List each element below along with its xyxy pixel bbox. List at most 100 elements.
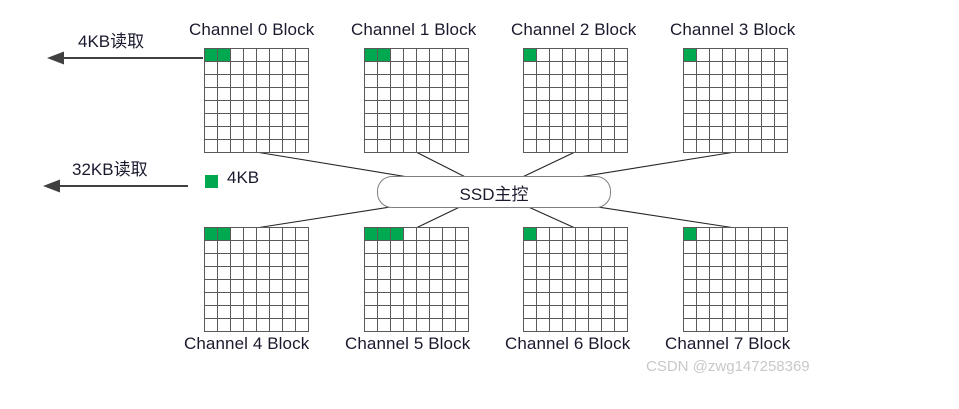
block-cell: [404, 267, 417, 280]
block-cell: [296, 62, 309, 75]
block-cell: [296, 75, 309, 88]
block-cell: [365, 88, 378, 101]
block-cell: [257, 62, 270, 75]
block-cell: [697, 319, 710, 332]
block-cell: [244, 267, 257, 280]
block-label-channel-3: Channel 3 Block: [670, 20, 796, 39]
block-cell: [417, 306, 430, 319]
block-cell: [296, 293, 309, 306]
block-grid-channel-7[interactable]: [683, 227, 788, 332]
block-grid-channel-1[interactable]: [364, 48, 469, 153]
block-cell: [270, 254, 283, 267]
block-grid-channel-3[interactable]: [683, 48, 788, 153]
block-cell: [296, 319, 309, 332]
block-cell: [430, 319, 443, 332]
block-cell: [710, 62, 723, 75]
block-cell: [417, 75, 430, 88]
block-cell: [443, 228, 456, 241]
block-cell: [775, 319, 788, 332]
block-cell: [615, 127, 628, 140]
block-cell: [443, 114, 456, 127]
block-cell: [244, 241, 257, 254]
block-cell: [762, 88, 775, 101]
block-cell: [537, 127, 550, 140]
block-grid-channel-4[interactable]: [204, 227, 309, 332]
block-cell: [205, 127, 218, 140]
block-grid-channel-5[interactable]: [364, 227, 469, 332]
block-cell: [205, 293, 218, 306]
block-cell: [684, 75, 697, 88]
block-cell: [391, 306, 404, 319]
block-cell: [430, 62, 443, 75]
block-cell: [430, 140, 443, 153]
block-cell: [443, 319, 456, 332]
block-cell: [404, 49, 417, 62]
block-cell: [417, 101, 430, 114]
block-cell: [257, 319, 270, 332]
block-cell: [550, 254, 563, 267]
block-cell: [296, 306, 309, 319]
block-cell: [615, 241, 628, 254]
block-cell: [430, 293, 443, 306]
block-cell: [775, 228, 788, 241]
block-cell: [430, 88, 443, 101]
block-cell: [589, 75, 602, 88]
block-cell: [563, 241, 576, 254]
block-cell: [775, 293, 788, 306]
block-cell: [589, 319, 602, 332]
block-cell: [231, 88, 244, 101]
block-cell: [257, 280, 270, 293]
block-cell: [391, 62, 404, 75]
block-cell: [456, 280, 469, 293]
block-cell: [537, 267, 550, 280]
block-cell: [775, 306, 788, 319]
block-cell: [602, 306, 615, 319]
block-cell: [749, 306, 762, 319]
block-cell: [723, 49, 736, 62]
block-cell: [736, 75, 749, 88]
block-cell: [404, 280, 417, 293]
block-cell: [257, 127, 270, 140]
block-cell: [378, 75, 391, 88]
block-cell: [231, 319, 244, 332]
block-cell: [589, 254, 602, 267]
block-cell: [749, 254, 762, 267]
block-cell: [550, 267, 563, 280]
block-grid-channel-0[interactable]: [204, 48, 309, 153]
block-cell: [391, 228, 404, 241]
block-cell: [218, 101, 231, 114]
block-cell: [563, 254, 576, 267]
block-cell: [218, 228, 231, 241]
block-grid-channel-6[interactable]: [523, 227, 628, 332]
block-cell: [749, 228, 762, 241]
ssd-controller-box[interactable]: SSD主控: [377, 176, 611, 208]
block-cell: [576, 88, 589, 101]
block-cell: [430, 101, 443, 114]
block-cell: [218, 267, 231, 280]
block-cell: [697, 140, 710, 153]
block-cell: [749, 293, 762, 306]
block-cell: [775, 241, 788, 254]
block-cell: [296, 267, 309, 280]
block-cell: [231, 306, 244, 319]
block-cell: [391, 88, 404, 101]
block-cell: [244, 62, 257, 75]
block-grid-channel-2[interactable]: [523, 48, 628, 153]
block-cell: [563, 49, 576, 62]
block-cell: [456, 293, 469, 306]
legend-swatch-4kb: [205, 175, 218, 188]
block-label-channel-7: Channel 7 Block: [665, 334, 791, 353]
block-cell: [576, 75, 589, 88]
block-cell: [205, 49, 218, 62]
block-label-channel-2: Channel 2 Block: [511, 20, 637, 39]
block-cell: [736, 101, 749, 114]
block-cell: [404, 241, 417, 254]
block-cell: [550, 228, 563, 241]
block-cell: [365, 127, 378, 140]
block-cell: [736, 140, 749, 153]
block-cell: [391, 101, 404, 114]
block-cell: [283, 267, 296, 280]
block-cell: [205, 88, 218, 101]
block-cell: [456, 254, 469, 267]
block-cell: [684, 127, 697, 140]
